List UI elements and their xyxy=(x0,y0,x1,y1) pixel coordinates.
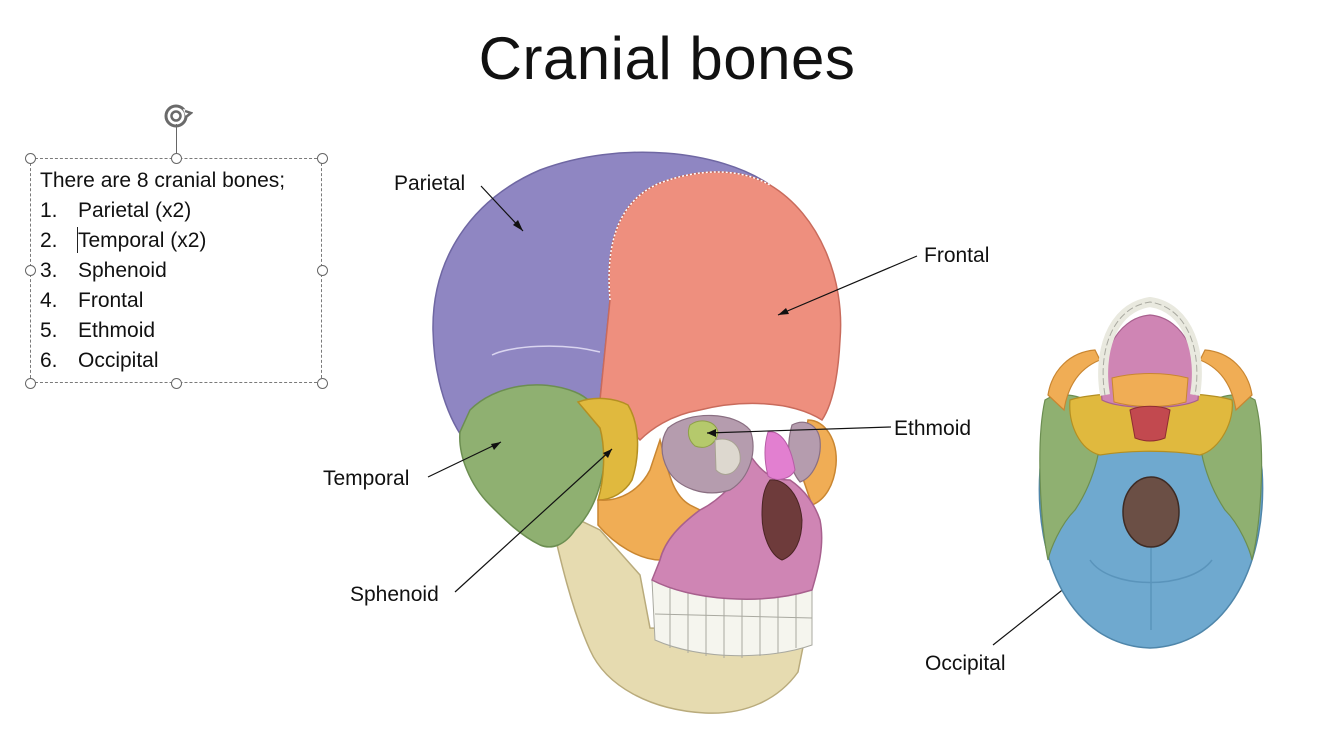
skull-inferior-view xyxy=(1039,302,1262,648)
choanae xyxy=(1130,406,1170,441)
label-occipital: Occipital xyxy=(925,652,1006,676)
label-sphenoid: Sphenoid xyxy=(350,583,439,607)
label-frontal: Frontal xyxy=(924,244,989,268)
label-parietal: Parietal xyxy=(394,172,465,196)
skull-lateral-view xyxy=(428,152,1085,713)
label-temporal: Temporal xyxy=(323,467,409,491)
palatine-bone xyxy=(1112,374,1188,407)
label-ethmoid: Ethmoid xyxy=(894,417,971,441)
frontal-bone xyxy=(600,172,841,440)
foramen-magnum xyxy=(1123,477,1179,547)
